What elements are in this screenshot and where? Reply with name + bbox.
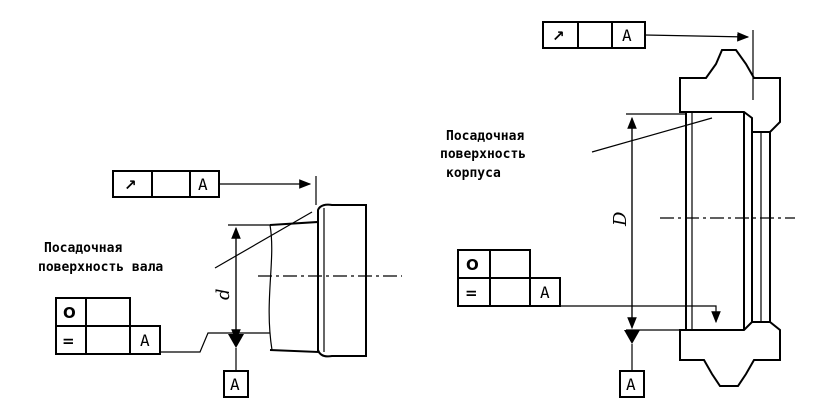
left-cylindricity-icon: = bbox=[62, 332, 75, 350]
right-circularity-icon: O bbox=[466, 256, 479, 274]
left-frame-leader bbox=[160, 332, 270, 353]
runout-symbol-icon: ↗ bbox=[124, 176, 137, 194]
shaft-diameter-label: d bbox=[213, 288, 234, 300]
shaft-label-line2: поверхность вала bbox=[38, 260, 163, 275]
housing-label-line3: корпуса bbox=[446, 166, 501, 181]
housing-upper-section bbox=[679, 49, 781, 133]
shaft-drawing: ↗ A d Посадочная поверхность вала O bbox=[38, 170, 402, 398]
right-datum-box-letter: A bbox=[626, 375, 636, 394]
left-form-frame: O = A bbox=[55, 297, 161, 355]
right-frame-datum: A bbox=[540, 283, 550, 302]
shaft-diameter-dimension: d bbox=[213, 224, 270, 342]
left-frame-datum: A bbox=[140, 331, 150, 350]
housing-bore bbox=[685, 112, 771, 330]
left-datum-symbol: A bbox=[223, 334, 249, 398]
housing-diameter-dimension: D bbox=[610, 113, 686, 330]
right-datum-symbol: A bbox=[619, 330, 645, 398]
left-datum-box-letter: A bbox=[230, 375, 240, 394]
housing-drawing: ↗ A D Посадочная поверхность корпу bbox=[440, 21, 795, 398]
housing-surface-leader bbox=[591, 117, 713, 153]
housing-diameter-label: D bbox=[610, 211, 631, 227]
right-cylindricity-icon: = bbox=[465, 284, 478, 302]
housing-label-line2: поверхность bbox=[440, 147, 526, 162]
left-runout-datum: A bbox=[198, 175, 208, 194]
left-circularity-icon: O bbox=[63, 304, 76, 322]
housing-label-line1: Посадочная bbox=[446, 129, 524, 144]
right-runout-leader bbox=[644, 31, 750, 42]
left-runout-frame: ↗ A bbox=[112, 170, 220, 198]
right-runout-frame: ↗ A bbox=[542, 21, 646, 49]
right-runout-datum: A bbox=[622, 26, 632, 45]
right-frame-leader bbox=[560, 305, 721, 324]
right-form-frame: O = A bbox=[457, 249, 561, 307]
housing-lower-section bbox=[679, 321, 781, 387]
right-runout-symbol-icon: ↗ bbox=[552, 27, 565, 45]
shaft-label-line1: Посадочная bbox=[44, 241, 122, 256]
shaft-outline bbox=[268, 203, 367, 358]
shaft-surface-leader bbox=[214, 211, 313, 269]
